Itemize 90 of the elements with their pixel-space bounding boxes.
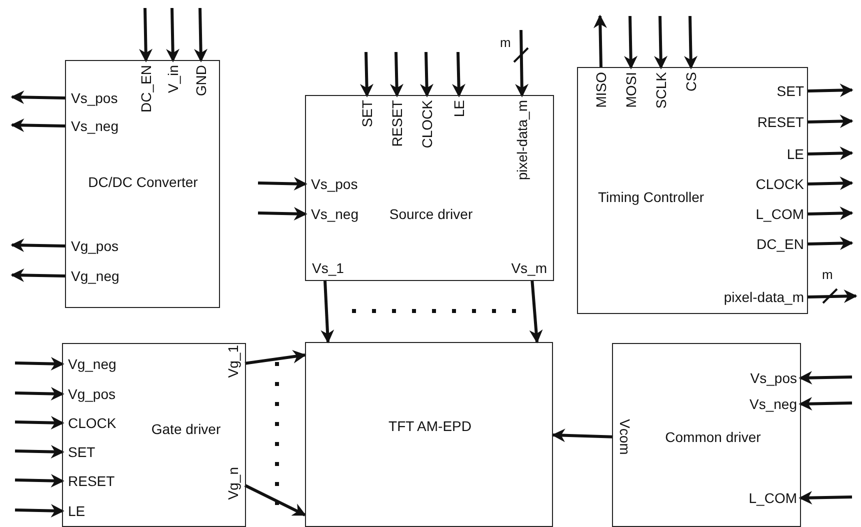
arrow	[798, 491, 852, 505]
arrow	[139, 8, 153, 62]
pin-label: DC_EN	[138, 61, 154, 112]
pin-label: Vg_neg	[66, 267, 120, 285]
arrow	[258, 177, 308, 190]
arrow	[10, 90, 66, 104]
arrow	[320, 280, 334, 344]
arrow	[593, 14, 607, 68]
pin-label: Vs_neg	[306, 205, 358, 223]
pin-label: Vs_neg	[750, 395, 800, 413]
arrow	[10, 238, 66, 252]
arrow	[624, 16, 638, 70]
pin-label: L_COM	[756, 205, 807, 223]
arrow	[258, 207, 308, 220]
arrow	[806, 290, 858, 303]
block-box	[65, 60, 220, 308]
arrow	[166, 8, 180, 62]
arrow	[806, 176, 854, 190]
arrow	[14, 357, 64, 370]
arrow	[390, 52, 404, 98]
pin-label: CS	[683, 68, 699, 92]
pin-label: RESET	[757, 113, 807, 131]
arrow	[14, 445, 64, 458]
block-title: DC/DC Converter	[88, 173, 198, 191]
pin-label: Vg_1	[225, 345, 245, 382]
pin-label: SET	[776, 82, 807, 100]
arrow	[452, 52, 466, 98]
block-box	[577, 67, 808, 314]
pin-label: Vg_pos	[66, 237, 118, 255]
block-title: TFT AM-EPD	[388, 417, 472, 435]
arrow	[684, 16, 698, 70]
pin-label: LE	[451, 96, 467, 118]
pin-label: pixel-data_m	[514, 96, 530, 180]
pin-label: CLOCK	[756, 175, 807, 193]
arrow	[798, 397, 852, 411]
arrow	[806, 114, 854, 128]
pin-label: Vs_pos	[66, 89, 118, 107]
block-title: Source driver	[388, 205, 474, 223]
block-title: Timing Controller	[596, 188, 706, 206]
block-box	[305, 95, 554, 281]
block-box	[612, 343, 801, 527]
pin-label: V_in	[165, 61, 181, 94]
arrow	[14, 504, 64, 518]
pin-label: Vs_1	[306, 259, 344, 280]
arrow	[14, 416, 64, 430]
pin-label: SCLK	[653, 68, 669, 109]
pin-label: MOSI	[623, 68, 639, 108]
pin-label: SET	[63, 443, 96, 461]
pin-label: Vg_pos	[63, 385, 116, 403]
arrow	[654, 16, 668, 70]
pin-label: Vg_neg	[63, 355, 116, 373]
arrow	[14, 474, 64, 488]
arrow	[360, 52, 374, 98]
arrow	[420, 52, 434, 98]
arrow	[798, 371, 852, 385]
pin-label: Vg_n	[225, 467, 245, 504]
block-box	[305, 342, 553, 527]
block-title: Gate driver	[151, 420, 221, 438]
arrow	[806, 206, 854, 220]
pin-label: LE	[786, 145, 807, 163]
arrow	[529, 280, 543, 344]
arrow	[244, 350, 306, 365]
pin-label: GND	[193, 61, 209, 96]
pin-label: DC_EN	[756, 235, 807, 253]
pin-label: Vs_m	[511, 259, 553, 280]
pin-label: L_COM	[748, 489, 800, 507]
pin-label: MISO	[593, 68, 609, 108]
arrow	[10, 118, 66, 132]
pin-label: Vcom	[613, 419, 633, 455]
arrow	[806, 236, 854, 250]
arrow	[806, 146, 854, 160]
pin-label: CLOCK	[419, 96, 435, 148]
pin-label: CLOCK	[63, 414, 116, 432]
pin-label: Vs_pos	[750, 369, 800, 387]
arrow	[194, 8, 208, 62]
pin-label: LE	[63, 502, 86, 520]
arrow	[244, 484, 306, 516]
block-box	[62, 343, 246, 527]
pin-label: RESET	[63, 472, 115, 490]
arrow	[14, 387, 64, 400]
pin-label: SET	[359, 96, 375, 128]
pin-label: RESET	[389, 96, 405, 147]
block-title: Common driver	[664, 428, 762, 446]
arrow	[552, 428, 614, 442]
arrow	[10, 268, 66, 282]
pin-label: Vs_pos	[306, 175, 358, 193]
pin-label: pixel-data_m	[724, 288, 807, 306]
arrow	[806, 84, 854, 98]
pin-label: Vs_neg	[66, 117, 118, 135]
arrow	[515, 30, 529, 98]
